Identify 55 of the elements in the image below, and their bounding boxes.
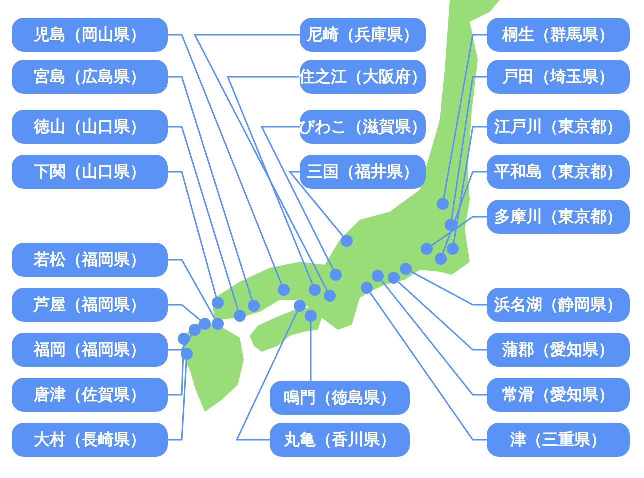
leader-line <box>381 280 487 396</box>
leader-line <box>168 126 239 310</box>
venue-label: 尼崎（兵庫県） <box>300 18 426 52</box>
leader-line <box>168 360 188 441</box>
leader-line <box>168 34 282 285</box>
venue-label: 江戸川（東京都） <box>487 110 630 144</box>
leader-line <box>288 171 344 237</box>
venue-label: 浜名湖（静岡県） <box>487 288 630 322</box>
leader-line <box>453 126 487 244</box>
location-dot <box>189 324 201 336</box>
leader-line <box>226 76 314 285</box>
venue-label: 大村（長崎県） <box>12 423 168 457</box>
venue-label: 宮島（広島県） <box>12 60 168 94</box>
venue-label: 下関（山口県） <box>12 155 168 189</box>
venue-label: 唐津（佐賀県） <box>12 378 168 412</box>
location-dot <box>178 333 190 345</box>
location-dot <box>181 348 193 360</box>
venue-label: 三国（福井県） <box>300 155 426 189</box>
location-dot <box>212 297 224 309</box>
location-dot <box>294 300 306 312</box>
leader-line <box>168 334 192 351</box>
venue-label: 桐生（群馬県） <box>487 18 630 52</box>
leader-line <box>398 281 487 351</box>
leader-line <box>370 292 487 441</box>
venue-label: 丸亀（香川県） <box>270 423 410 457</box>
venue-label: 戸田（埼玉県） <box>487 60 630 94</box>
leader-line <box>442 171 487 254</box>
venue-label: 常滑（愛知県） <box>487 378 630 412</box>
leader-line <box>443 34 487 198</box>
leader-line <box>168 344 185 396</box>
leader-line <box>260 126 334 270</box>
venue-label: 多摩川（東京都） <box>487 200 630 234</box>
venue-label: 蒲郡（愛知県） <box>487 333 630 367</box>
location-dot <box>234 310 246 322</box>
leader-line <box>451 76 487 220</box>
leader-line <box>168 171 218 298</box>
leader-line <box>432 216 487 246</box>
venue-label: 鳴門（徳島県） <box>270 381 410 415</box>
venue-label: 住之江（大阪府） <box>300 60 426 94</box>
venue-label: 福岡（福岡県） <box>12 333 168 367</box>
venue-label: 津（三重県） <box>487 423 630 457</box>
leader-line <box>236 311 298 441</box>
leader-line <box>310 322 312 382</box>
leader-line <box>410 271 487 306</box>
venue-label: 芦屋（福岡県） <box>12 288 168 322</box>
venue-label: 平和島（東京都） <box>487 155 630 189</box>
venue-label: びわこ（滋賀県） <box>300 110 426 144</box>
leader-line <box>168 259 216 320</box>
location-dot <box>199 318 211 330</box>
leader-line <box>168 76 253 300</box>
venue-label: 若松（福岡県） <box>12 243 168 277</box>
leader-line <box>168 304 201 321</box>
venue-label: 徳山（山口県） <box>12 110 168 144</box>
venue-label: 児島（岡山県） <box>12 18 168 52</box>
leader-line <box>194 34 328 292</box>
